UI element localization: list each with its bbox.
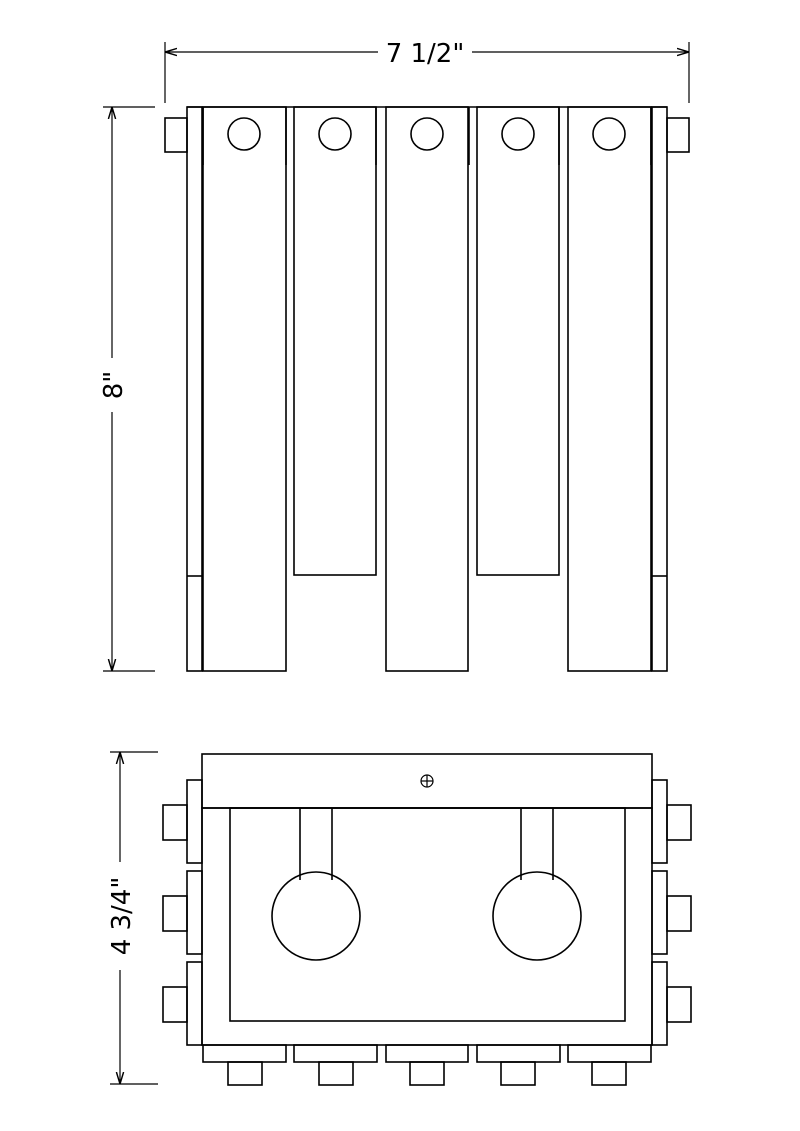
bottom-flange-3 xyxy=(385,1044,469,1063)
width-label: 7 1/2" xyxy=(386,39,465,69)
panel-hole-2 xyxy=(318,117,352,151)
panel-hole-1 xyxy=(227,117,261,151)
right-flange-2 xyxy=(651,870,668,955)
bottom-flange-5 xyxy=(567,1044,652,1063)
screw-head-icon xyxy=(420,774,434,788)
right-tab-2 xyxy=(666,895,692,932)
right-frame-bar xyxy=(651,106,668,672)
bottom-tab-1 xyxy=(227,1061,263,1086)
left-tab-3 xyxy=(162,986,188,1023)
socket-left xyxy=(271,808,361,961)
depth-label: 4 3/4" xyxy=(107,877,137,956)
height-label: 8" xyxy=(99,371,129,400)
left-side-nub xyxy=(164,117,188,153)
bottom-tab-5 xyxy=(591,1061,627,1086)
plan-view xyxy=(162,753,692,1086)
panel-hole-5 xyxy=(592,117,626,151)
plan-inner-frame xyxy=(229,807,626,1022)
left-flange-3 xyxy=(186,961,203,1046)
height-dimension: 8" xyxy=(99,106,155,672)
front-panel-5 xyxy=(567,106,652,672)
bottom-flange-2 xyxy=(293,1044,378,1063)
right-tab-1 xyxy=(666,804,692,841)
front-panel-3 xyxy=(385,106,469,672)
back-panel-4 xyxy=(476,106,560,576)
right-tab-3 xyxy=(666,986,692,1023)
left-tab-2 xyxy=(162,895,188,932)
width-dimension: 7 1/2" xyxy=(164,39,690,103)
right-flange-1 xyxy=(651,779,668,864)
panel-hole-4 xyxy=(501,117,535,151)
left-frame-bar xyxy=(186,106,203,672)
left-flange-1 xyxy=(186,779,203,864)
front-view xyxy=(164,106,690,672)
panel-hole-3 xyxy=(410,117,444,151)
bottom-tab-4 xyxy=(500,1061,536,1086)
back-panel-2 xyxy=(293,106,377,576)
left-flange-2 xyxy=(186,870,203,955)
socket-right xyxy=(492,808,582,961)
plan-outer-frame xyxy=(201,807,653,1046)
depth-dimension: 4 3/4" xyxy=(107,751,158,1085)
right-side-nub xyxy=(666,117,690,153)
front-panel-1 xyxy=(202,106,287,672)
bottom-tab-3 xyxy=(409,1061,445,1086)
bottom-flange-4 xyxy=(476,1044,561,1063)
bottom-tab-2 xyxy=(318,1061,354,1086)
bottom-flange-1 xyxy=(202,1044,287,1063)
left-tab-1 xyxy=(162,804,188,841)
right-flange-3 xyxy=(651,961,668,1046)
